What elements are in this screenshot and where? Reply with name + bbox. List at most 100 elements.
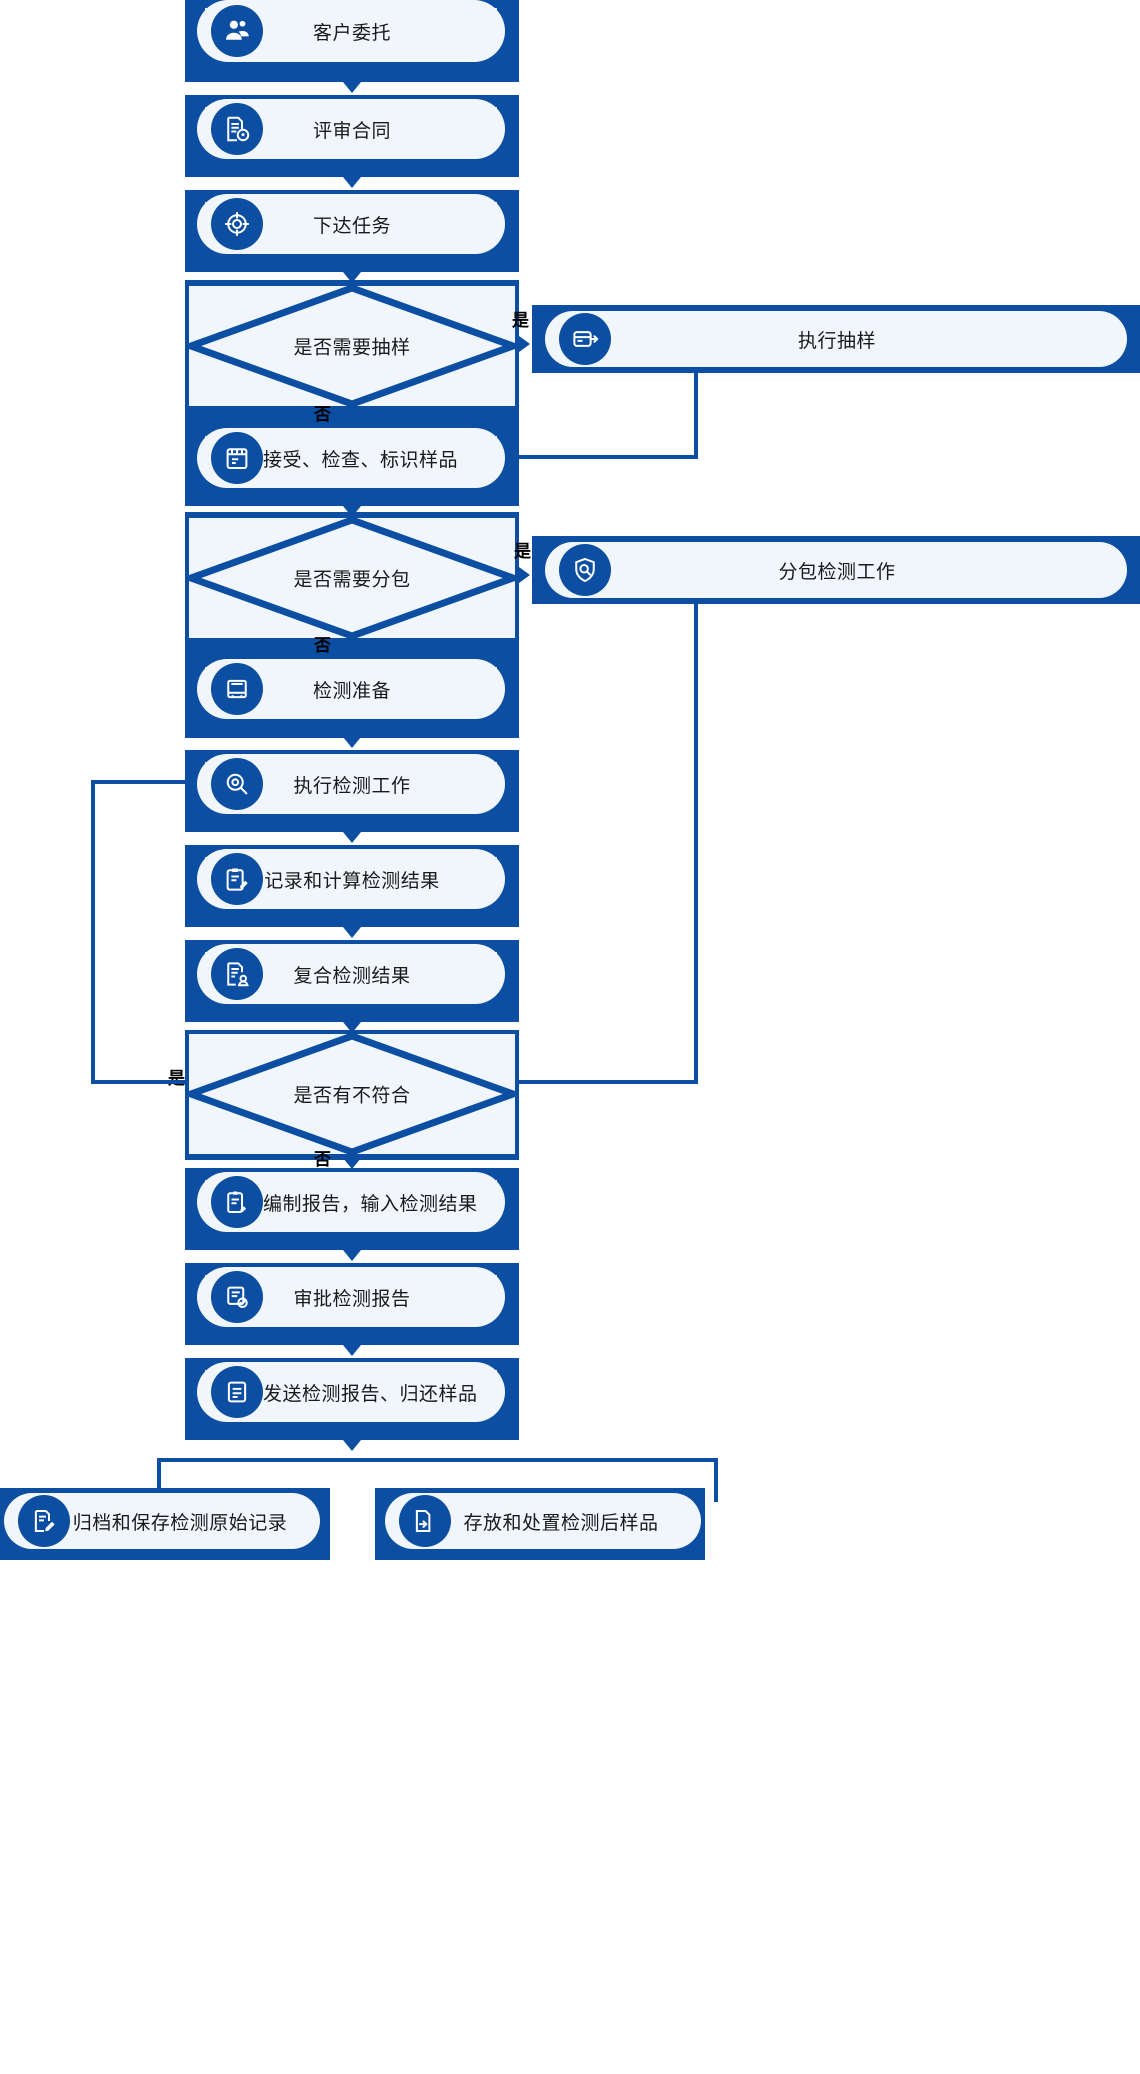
node-label: 审批检测报告 <box>293 1288 411 1310</box>
corner-tick-icon <box>300 1501 312 1513</box>
clipboard-pen-icon <box>211 853 263 905</box>
arrow-n7-n8 <box>343 927 361 938</box>
edge-label-d1-yes: 是 <box>512 311 529 330</box>
node-label: 执行检测工作 <box>293 775 411 797</box>
arrow-n6-n7 <box>343 832 361 843</box>
split-leg-right <box>714 1458 718 1502</box>
node-d2[interactable]: 是否需要分包 <box>189 518 515 638</box>
arrow-n2-n3 <box>343 177 361 188</box>
corner-tick-icon <box>485 667 497 679</box>
arrow-d3-n9 <box>343 1158 361 1169</box>
corner-tick-icon <box>205 436 217 448</box>
corner-tick-icon <box>485 107 497 119</box>
node-label: 复合检测结果 <box>293 965 411 987</box>
node-n9[interactable]: 编制报告，输入检测结果 <box>197 1172 505 1232</box>
arrow-n5-n6 <box>343 737 361 748</box>
corner-tick-icon <box>393 1501 405 1513</box>
contract-review-icon <box>211 103 263 155</box>
node-n3[interactable]: 下达任务 <box>197 194 505 254</box>
node-label: 评审合同 <box>312 120 391 142</box>
edge-s2-return-h <box>519 1080 698 1084</box>
arrow-n10-n11 <box>343 1345 361 1356</box>
node-s2[interactable]: 分包检测工作 <box>545 542 1127 598</box>
arrow-n3-d1 <box>343 272 361 283</box>
sampling-icon <box>559 313 611 365</box>
edge-s1-return-v <box>694 373 698 458</box>
shield-search-icon <box>559 544 611 596</box>
node-label: 接受、检查、标识样品 <box>263 449 459 471</box>
storage-out-icon <box>399 1495 451 1547</box>
equipment-icon <box>211 663 263 715</box>
node-d1[interactable]: 是否需要抽样 <box>189 286 515 406</box>
node-n5[interactable]: 检测准备 <box>197 659 505 719</box>
corner-tick-icon <box>1107 550 1119 562</box>
corner-tick-icon <box>1107 319 1119 331</box>
node-n13[interactable]: 存放和处置检测后样品 <box>385 1493 701 1549</box>
corner-tick-icon <box>485 8 497 20</box>
node-label: 发送检测报告、归还样品 <box>263 1383 478 1405</box>
users-icon <box>211 5 263 57</box>
node-label: 下达任务 <box>312 215 391 237</box>
node-n4[interactable]: 接受、检查、标识样品 <box>197 428 505 488</box>
split-leg-left <box>157 1458 161 1502</box>
node-n12[interactable]: 归档和保存检测原始记录 <box>4 1493 320 1549</box>
corner-tick-icon <box>485 762 497 774</box>
corner-tick-icon <box>205 1370 217 1382</box>
corner-tick-icon <box>205 762 217 774</box>
corner-tick-icon <box>681 1501 693 1513</box>
node-n2[interactable]: 评审合同 <box>197 99 505 159</box>
node-s1[interactable]: 执行抽样 <box>545 311 1127 367</box>
corner-tick-icon <box>485 1275 497 1287</box>
arrow-n9-n10 <box>343 1250 361 1261</box>
corner-tick-icon <box>205 1180 217 1192</box>
edge-label-d2-yes: 是 <box>514 542 531 561</box>
node-label: 客户委托 <box>312 22 391 44</box>
corner-tick-icon <box>485 436 497 448</box>
arrow-n11-split <box>343 1440 361 1451</box>
corner-tick-icon <box>553 319 565 331</box>
corner-tick-icon <box>205 952 217 964</box>
node-label: 执行抽样 <box>797 330 876 352</box>
decision-label: 是否需要分包 <box>293 569 411 591</box>
corner-tick-icon <box>485 1180 497 1192</box>
corner-tick-icon <box>205 1275 217 1287</box>
magnifier-gear-icon <box>211 758 263 810</box>
edge-d3-yes-h <box>91 1080 189 1084</box>
edge-label-d3-yes: 是 <box>168 1069 185 1088</box>
arrow-n1-n2 <box>343 82 361 93</box>
decision-label: 是否需要抽样 <box>293 337 411 359</box>
arrow-n8-d3 <box>343 1022 361 1033</box>
corner-tick-icon <box>485 1370 497 1382</box>
node-n7[interactable]: 记录和计算检测结果 <box>197 849 505 909</box>
approve-doc-icon <box>211 1271 263 1323</box>
sample-box-icon <box>211 432 263 484</box>
arrow-d2-s2 <box>519 567 530 583</box>
node-label: 编制报告，输入检测结果 <box>263 1193 478 1215</box>
edge-d3-yes-return <box>91 780 197 784</box>
review-person-icon <box>211 948 263 1000</box>
edge-label-d1-no: 否 <box>314 405 331 424</box>
corner-tick-icon <box>205 8 217 20</box>
node-n8[interactable]: 复合检测结果 <box>197 944 505 1004</box>
node-label: 记录和计算检测结果 <box>264 870 440 892</box>
node-n11[interactable]: 发送检测报告、归还样品 <box>197 1362 505 1422</box>
corner-tick-icon <box>205 107 217 119</box>
archive-pen-icon <box>18 1495 70 1547</box>
arrow-d1-s1 <box>519 336 530 352</box>
edge-s1-return-h <box>519 455 698 459</box>
split-bus-h <box>157 1458 718 1462</box>
corner-tick-icon <box>485 952 497 964</box>
node-n1[interactable]: 客户委托 <box>197 0 505 62</box>
node-n6[interactable]: 执行检测工作 <box>197 754 505 814</box>
send-doc-icon <box>211 1366 263 1418</box>
node-d3[interactable]: 是否有不符合 <box>189 1034 515 1154</box>
node-label: 检测准备 <box>312 680 391 702</box>
target-icon <box>211 198 263 250</box>
arrow-n4-d2 <box>343 506 361 517</box>
edge-d3-yes-v <box>91 780 95 1084</box>
corner-tick-icon <box>485 202 497 214</box>
node-n10[interactable]: 审批检测报告 <box>197 1267 505 1327</box>
corner-tick-icon <box>553 550 565 562</box>
corner-tick-icon <box>205 202 217 214</box>
